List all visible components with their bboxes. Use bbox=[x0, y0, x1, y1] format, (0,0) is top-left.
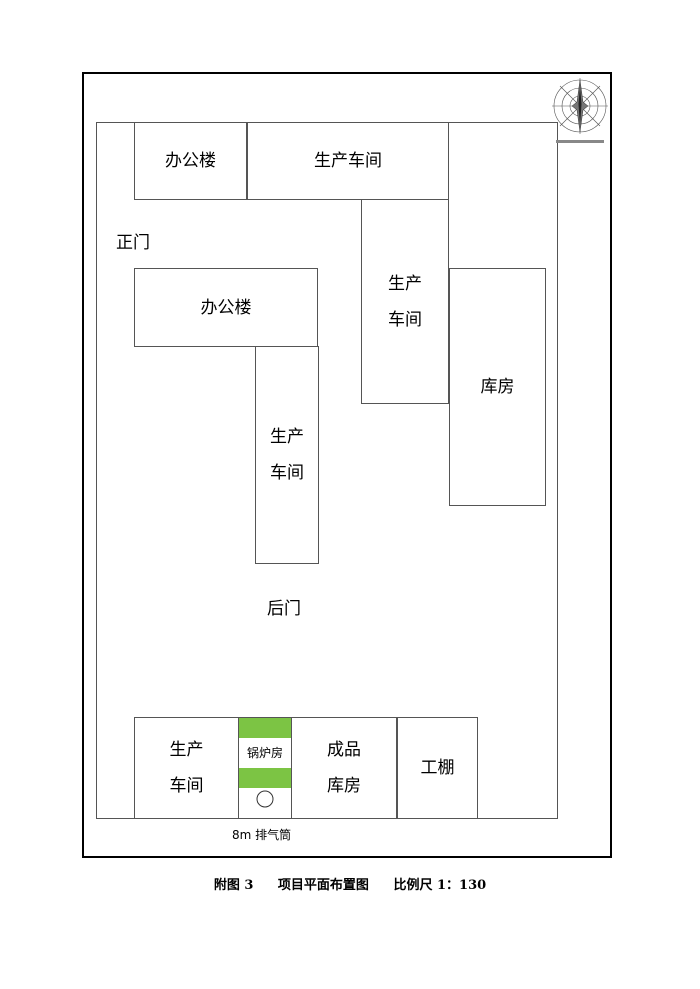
figure-caption: 附图 3 项目平面布置图 比例尺 1：130 bbox=[0, 874, 700, 893]
production-workshop-top: 生产车间 bbox=[247, 122, 449, 200]
wind-rose-icon bbox=[552, 78, 608, 143]
office-mid-label: 办公楼 bbox=[200, 297, 252, 318]
office-building-top: 办公楼 bbox=[134, 122, 247, 200]
exhaust-stack-icon bbox=[256, 790, 274, 808]
caption-title: 项目平面布置图 bbox=[277, 878, 369, 893]
boiler-green-band-top bbox=[239, 718, 291, 738]
boiler-green-band-bottom bbox=[239, 768, 291, 788]
caption-figure-number: 附图 3 bbox=[213, 878, 254, 893]
finished-label-1: 成品 bbox=[327, 740, 361, 760]
main-gate-label: 正门 bbox=[116, 233, 150, 253]
production-top-label: 生产车间 bbox=[314, 151, 382, 171]
finished-goods-warehouse: 成品 库房 bbox=[291, 717, 397, 819]
warehouse-right-label: 库房 bbox=[480, 377, 515, 397]
boiler-room: 锅炉房 bbox=[238, 717, 292, 819]
shed-label: 工棚 bbox=[420, 758, 455, 778]
caption-scale: 比例尺 1：130 bbox=[393, 878, 487, 893]
production-workshop-right: 生产 车间 bbox=[361, 199, 449, 404]
office-building-middle: 办公楼 bbox=[134, 268, 318, 347]
work-shed: 工棚 bbox=[397, 717, 478, 819]
finished-label-2: 库房 bbox=[327, 776, 361, 796]
boiler-room-label: 锅炉房 bbox=[246, 746, 283, 760]
production-bottom-label-1: 生产 bbox=[169, 740, 204, 760]
production-mid-label-1: 生产 bbox=[270, 427, 304, 447]
drawing-frame bbox=[82, 72, 612, 858]
production-workshop-bottom: 生产 车间 bbox=[134, 717, 239, 819]
production-right-label-2: 车间 bbox=[388, 309, 422, 330]
back-gate-label: 后门 bbox=[267, 599, 301, 619]
production-mid-label-2: 车间 bbox=[270, 463, 304, 483]
production-right-label-1: 生产 bbox=[388, 273, 422, 294]
production-workshop-middle: 生产 车间 bbox=[255, 346, 319, 564]
exhaust-stack-label: 8m 排气筒 bbox=[232, 828, 292, 842]
warehouse-right: 库房 bbox=[449, 268, 546, 506]
production-bottom-label-2: 车间 bbox=[169, 776, 204, 796]
office-top-label: 办公楼 bbox=[165, 151, 216, 171]
